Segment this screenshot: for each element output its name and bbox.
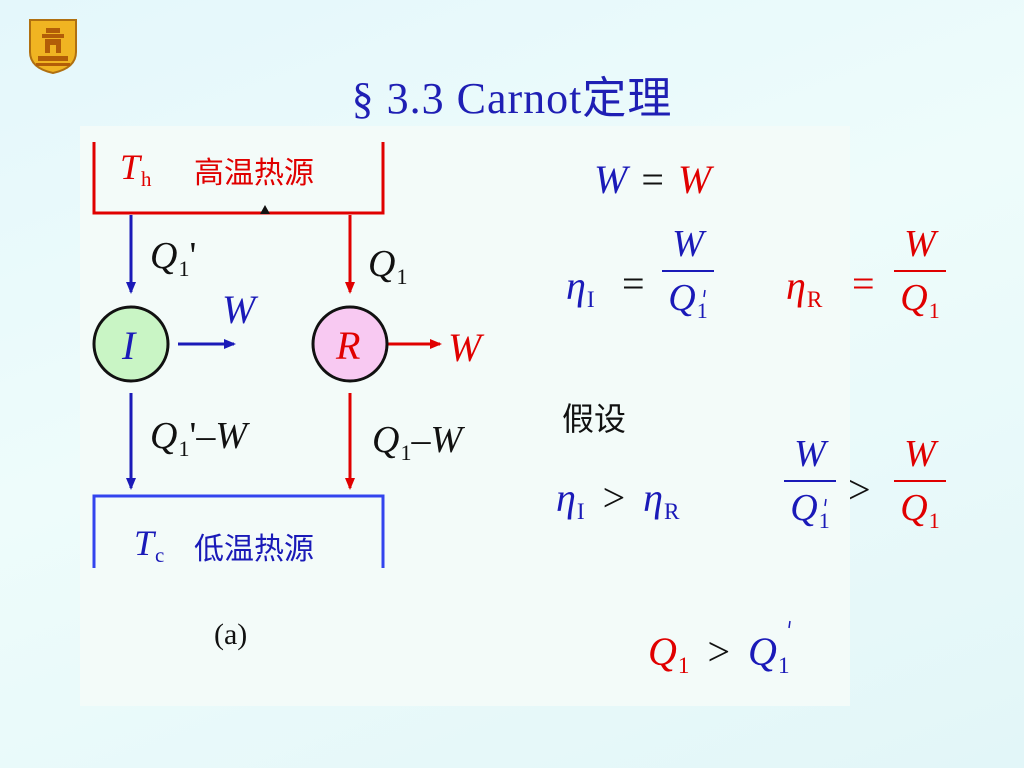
label-q1-minus-w: Q1–W — [372, 419, 463, 465]
inequality-q1: Q1 > Q1 — [648, 629, 790, 680]
engine-R-label: R — [336, 323, 361, 368]
content-panel — [80, 126, 850, 706]
eta-I-equals: = — [622, 261, 645, 306]
assumption-label: 假设 — [562, 400, 627, 438]
hot-reservoir-frame — [92, 142, 385, 215]
eta-R-symbol: ηR — [786, 263, 823, 314]
cold-reservoir-label: 低温热源 — [194, 532, 314, 567]
prime-mark — [788, 620, 791, 629]
eta-R-equals: = — [852, 261, 875, 306]
inequality-eta: ηI > ηR — [556, 475, 680, 526]
label-q1-prime-minus-w: Q1'–W — [150, 415, 247, 461]
label-w-R: W — [448, 325, 482, 370]
label-w-I: W — [222, 287, 256, 332]
hot-reservoir-tick — [260, 205, 270, 214]
cold-temperature: Tc — [134, 523, 165, 568]
fraction-gt-sign: > — [848, 467, 871, 512]
engine-I-label: I — [122, 323, 136, 368]
figure-caption: (a) — [214, 618, 248, 651]
fraction-eta-I: W Q1 — [662, 222, 714, 324]
hot-reservoir-label: 高温热源 — [194, 156, 314, 191]
engine-R-circle — [311, 305, 389, 383]
hot-temperature: Th — [120, 147, 152, 192]
university-logo — [28, 18, 78, 75]
fraction-w-over-q1-prime: W Q1 — [784, 432, 836, 534]
equation-w-equals-w: W = W — [594, 157, 712, 202]
prime-mark — [703, 289, 706, 298]
cold-reservoir-frame — [92, 494, 385, 568]
fraction-w-over-q1: W Q1 — [894, 432, 946, 534]
prime-mark — [824, 498, 827, 507]
label-q1-prime-in: Q1' — [150, 235, 197, 281]
engine-I-circle — [92, 305, 170, 383]
slide-title: § 3.3 Carnot定理 — [351, 74, 673, 123]
eta-I-symbol: ηI — [566, 263, 595, 314]
fraction-eta-R: W Q1 — [894, 222, 946, 324]
label-q1-in: Q1 — [368, 243, 408, 289]
